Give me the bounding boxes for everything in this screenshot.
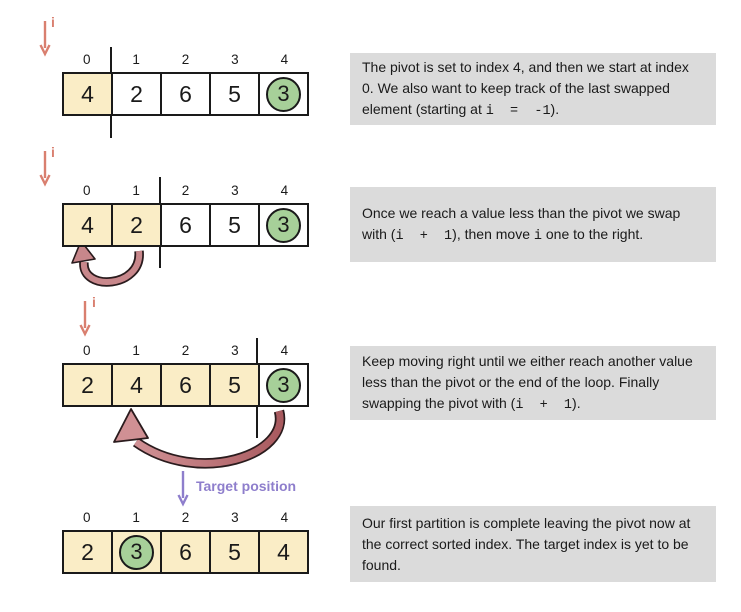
array-step-3: 2 4 6 5 3	[62, 363, 309, 407]
i-pointer-arrow-step-3	[79, 301, 91, 337]
index-label: 0	[82, 510, 91, 525]
array-cell: 4	[113, 365, 162, 405]
array-cell: 6	[162, 365, 211, 405]
code-segment: i	[533, 228, 542, 244]
step-4-description-text: Our first partition is complete leaving …	[362, 513, 704, 576]
index-label: 2	[181, 52, 190, 67]
index-label: 0	[82, 183, 91, 198]
index-label: 1	[132, 343, 140, 358]
i-pointer-label-step-2: i	[51, 144, 55, 160]
index-label: 3	[231, 183, 239, 198]
index-label: 0	[82, 343, 91, 358]
array-cell: 2	[64, 532, 113, 572]
array-cell-pivot: 3	[260, 365, 307, 405]
swap-arrow-step-3	[113, 408, 286, 469]
array-cell-pivot: 3	[260, 205, 307, 245]
index-label: 1	[132, 52, 140, 67]
pivot-circle: 3	[266, 367, 301, 403]
index-label: 0	[82, 52, 91, 67]
array-cell: 6	[162, 532, 211, 572]
array-cell: 2	[113, 205, 162, 245]
i-pointer-label-step-3: i	[92, 294, 96, 310]
array-cell: 4	[260, 532, 307, 572]
i-pointer-label-step-1: i	[51, 14, 55, 30]
step-3-description: Keep moving right until we either reach …	[350, 346, 716, 420]
target-position-label: Target position	[196, 478, 297, 494]
index-label: 3	[231, 343, 239, 358]
i-pointer-arrow-step-2	[39, 151, 51, 187]
index-row-step-4: 0 1 2 3 4	[62, 510, 309, 525]
text-segment: ).	[572, 394, 581, 411]
text-segment: one to the right.	[541, 225, 644, 242]
index-label: 1	[132, 183, 140, 198]
index-row-step-2: 0 1 2 3 4	[62, 183, 309, 198]
array-step-1: 4 2 6 5 3	[62, 72, 309, 116]
array-cell: 6	[162, 74, 211, 114]
array-cell: 5	[211, 205, 260, 245]
step-2-description: Once we reach a value less than the pivo…	[350, 187, 716, 262]
text-segment: Our first partition is complete leaving …	[362, 514, 691, 573]
array-cell: 6	[162, 205, 211, 245]
index-label: 1	[132, 510, 140, 525]
code-segment: i + 1	[515, 397, 573, 413]
index-label: 2	[181, 510, 190, 525]
text-segment: Once we reach a value less than the pivo…	[362, 204, 681, 242]
index-label: 2	[181, 183, 190, 198]
step-1-description: The pivot is set to index 4, and then we…	[350, 53, 716, 125]
pivot-circle: 3	[119, 534, 154, 570]
index-label: 3	[231, 52, 239, 67]
index-label: 4	[280, 183, 289, 198]
array-cell: 4	[64, 74, 113, 114]
text-segment: The pivot is set to index 4, and then we…	[362, 58, 689, 117]
array-step-4: 2 3 6 5 4	[62, 530, 309, 574]
array-cell: 5	[211, 532, 260, 572]
index-label: 4	[280, 510, 289, 525]
index-row-step-3: 0 1 2 3 4	[62, 343, 309, 358]
array-cell-pivot: 3	[260, 74, 307, 114]
pivot-circle: 3	[266, 76, 301, 112]
step-1-description-text: The pivot is set to index 4, and then we…	[362, 57, 704, 122]
swap-arrow-step-2	[71, 240, 144, 287]
index-label: 2	[181, 343, 190, 358]
array-cell: 5	[211, 365, 260, 405]
text-segment: ), then move	[452, 225, 534, 242]
array-cell: 2	[113, 74, 162, 114]
code-segment: i + 1	[395, 228, 453, 244]
array-cell-pivot: 3	[113, 532, 162, 572]
array-cell: 2	[64, 365, 113, 405]
index-label: 3	[231, 510, 239, 525]
target-position-arrow	[177, 471, 189, 507]
array-cell: 4	[64, 205, 113, 245]
step-3-description-text: Keep moving right until we either reach …	[362, 351, 704, 416]
pivot-circle: 3	[266, 207, 301, 243]
index-row-step-1: 0 1 2 3 4	[62, 52, 309, 67]
i-pointer-arrow-step-1	[39, 21, 51, 57]
text-segment: ).	[550, 100, 560, 117]
array-cell: 5	[211, 74, 260, 114]
step-2-description-text: Once we reach a value less than the pivo…	[362, 203, 704, 247]
index-label: 4	[280, 343, 289, 358]
code-segment: i = -1	[485, 103, 551, 119]
text-segment: Keep moving right until we either reach …	[362, 352, 693, 411]
index-label: 4	[280, 52, 289, 67]
array-step-2: 4 2 6 5 3	[62, 203, 309, 247]
step-4-description: Our first partition is complete leaving …	[350, 506, 716, 582]
